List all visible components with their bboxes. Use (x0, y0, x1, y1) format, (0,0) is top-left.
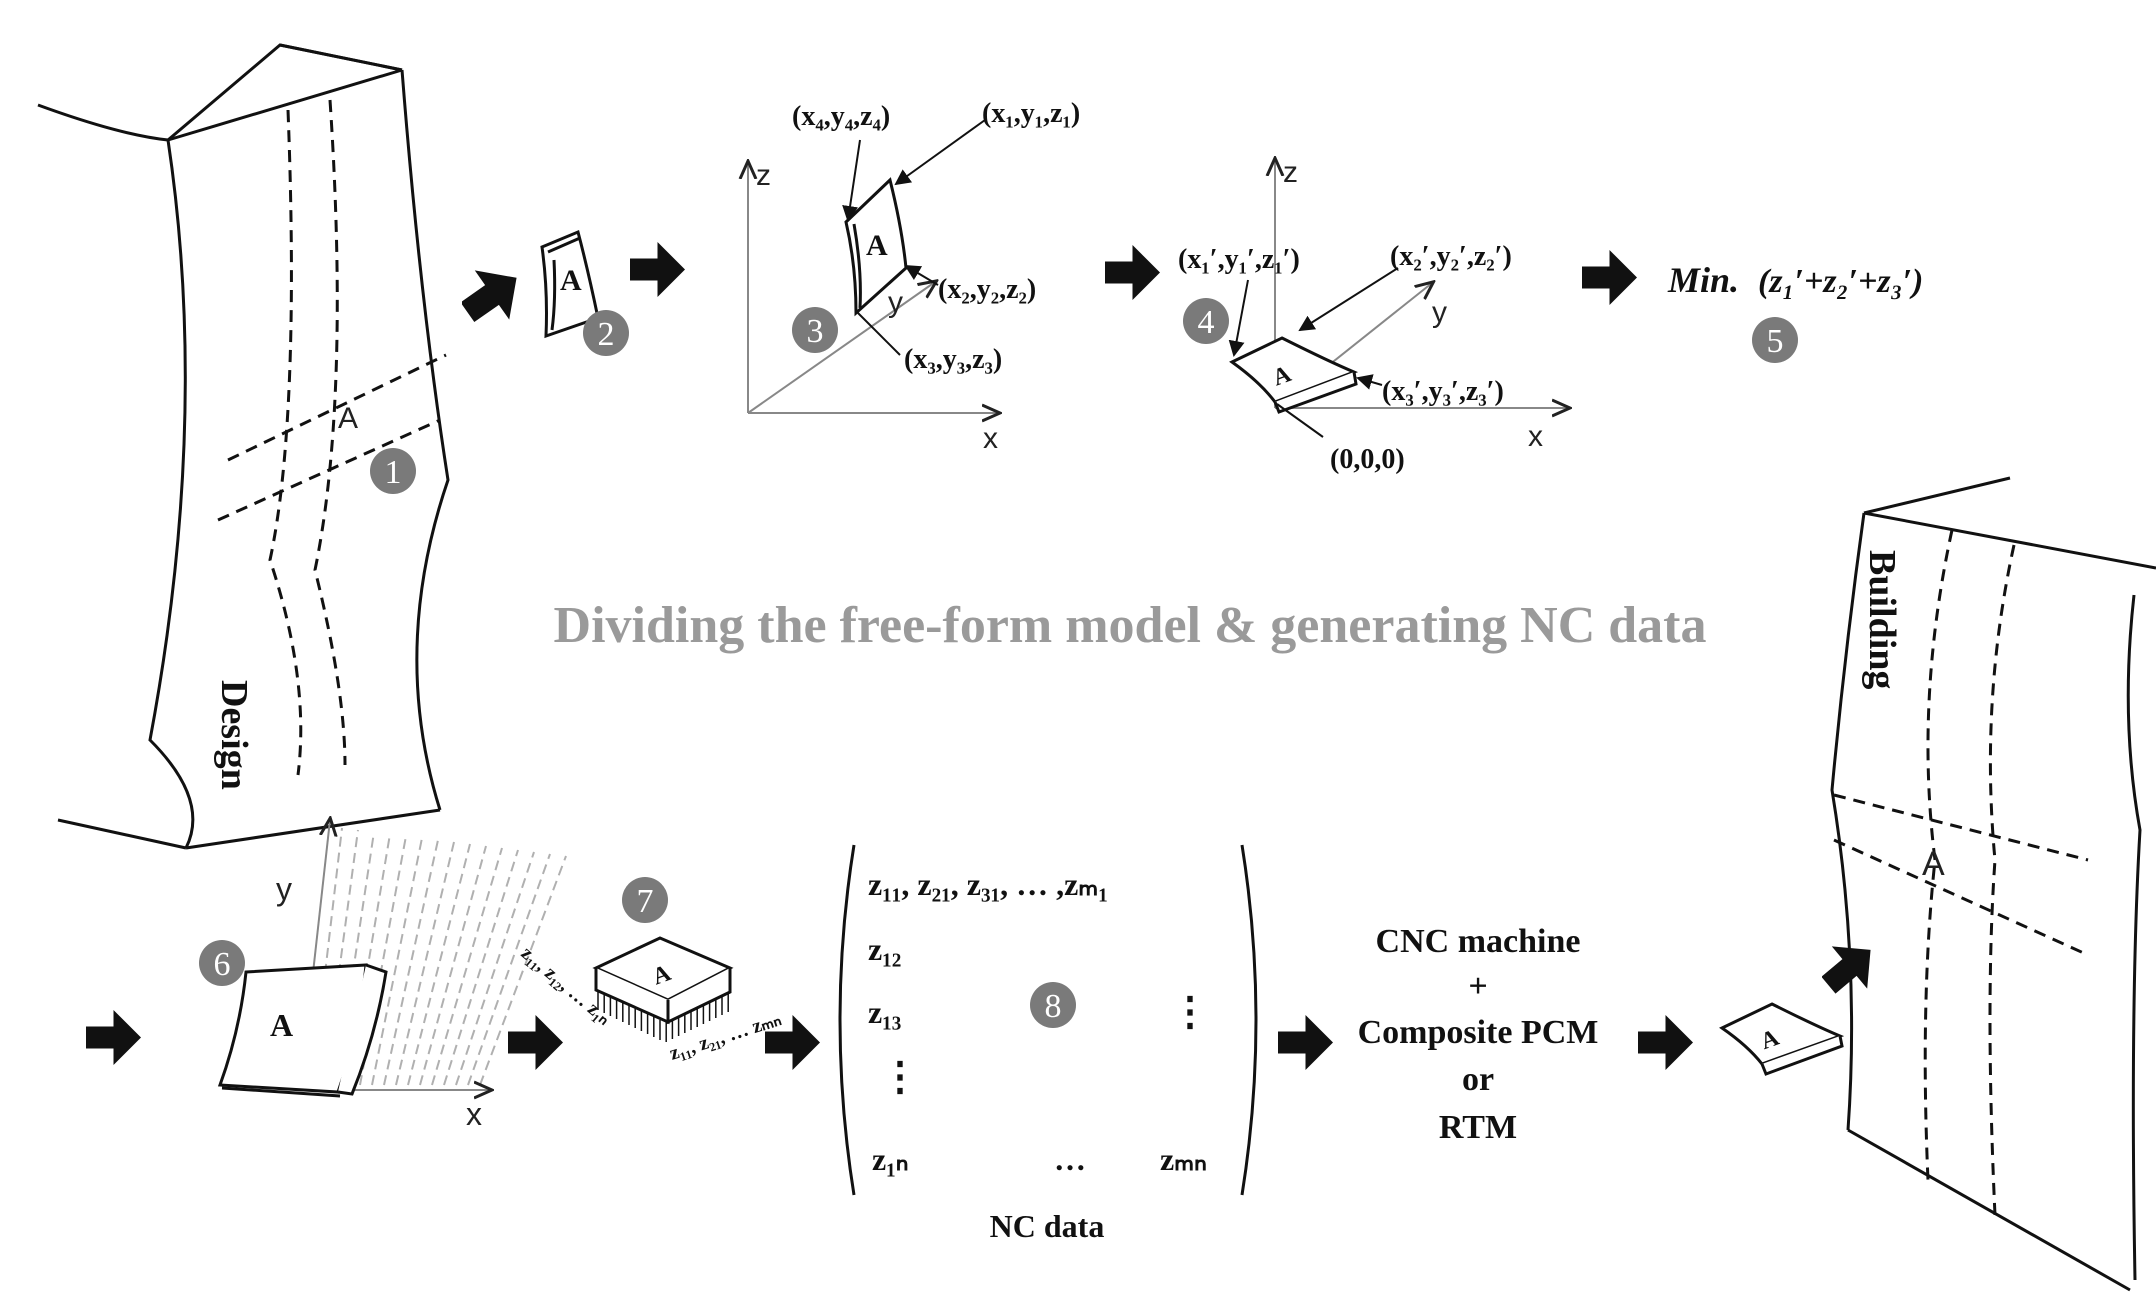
flow-arrow-6 (508, 1015, 563, 1070)
pin-bed-step-7 (592, 936, 734, 1042)
matrix-row2: z₁₂ (868, 931, 901, 967)
flow-arrow-10 (1822, 946, 1871, 994)
step-3-marker: 3 (792, 307, 838, 353)
matrix-last-end: zₘₙ (1160, 1141, 1207, 1177)
axis-y-4: y (1432, 296, 1447, 329)
matrix-row1: z₁₁, z₂₁, z₃₁, … ,zₘ₁ (868, 866, 1108, 902)
step-2-marker: 2 (583, 310, 629, 356)
svg-text:6: 6 (214, 946, 231, 983)
diagram-title: Dividing the free-form model & generatin… (554, 597, 1707, 654)
process-line2: + (1468, 968, 1487, 1005)
coord-pt1: (x₁,y₁,z₁) (982, 98, 1080, 129)
axis-y-3: y (888, 286, 903, 319)
panel-a-fabricated (1719, 1002, 1845, 1076)
coord-pt2-prime: (x₂′,y₂′,z₂′) (1390, 241, 1512, 272)
pin-grid-line (311, 827, 343, 1086)
matrix-last-mid: … (1054, 1141, 1086, 1177)
process-line4: or (1462, 1061, 1494, 1098)
nc-data-label: NC data (990, 1208, 1105, 1244)
axis-z-4: z (1283, 156, 1298, 189)
svg-text:4: 4 (1198, 304, 1215, 341)
flow-arrow-9 (1638, 1015, 1693, 1070)
coord-pt1-prime: (x₁′,y₁′,z₁′) (1178, 244, 1300, 275)
pin-grid-line (431, 847, 503, 1086)
svg-text:8: 8 (1045, 988, 1062, 1025)
step-7-marker: 7 (622, 877, 668, 923)
leaders-step-3 (842, 119, 986, 356)
nc-matrix-brackets (838, 844, 1258, 1196)
panel-label-3: A (866, 229, 888, 262)
panel-a-step-4 (1229, 336, 1359, 414)
axis-z-3: z (756, 159, 771, 192)
pin-grid-line (395, 841, 455, 1086)
panel-label-2: A (560, 264, 582, 297)
matrix-vdots-right: ⋮ (1170, 989, 1210, 1034)
coord-pt3: (x₃,y₃,z₃) (904, 344, 1002, 375)
process-line3: Composite PCM (1358, 1014, 1599, 1051)
pin-grid-line (455, 851, 535, 1086)
pin-grid-line (323, 829, 359, 1086)
flow-arrow-7 (765, 1015, 820, 1070)
leaders-step-4 (1228, 267, 1399, 438)
axis-y-6: y (276, 871, 292, 907)
building-label: Building (1861, 550, 1903, 689)
pin-grid-line (383, 839, 439, 1086)
axis-x-4: x (1528, 420, 1543, 453)
step-8-marker: 8 (1030, 982, 1076, 1028)
panel-label-design: A (338, 402, 358, 435)
pin-grid-step-6 (299, 820, 567, 1090)
pin-grid-line (443, 849, 519, 1086)
flow-arrow-3 (1105, 245, 1160, 300)
pin-grid-line (359, 835, 407, 1086)
step-5-marker: 5 (1752, 317, 1798, 363)
svg-text:1: 1 (385, 454, 402, 491)
svg-text:2: 2 (598, 316, 615, 353)
coord-pt4: (x₄,y₄,z₄) (792, 101, 890, 132)
matrix-vdots-left: ⋮ (880, 1054, 920, 1099)
panel-label-building: A (1922, 845, 1945, 883)
coord-origin: (0,0,0) (1330, 444, 1405, 475)
min-prefix: Min. (1667, 260, 1739, 300)
pin-grid-line (467, 853, 551, 1086)
pin-grid-line (371, 837, 423, 1086)
pin-grid-line (479, 855, 567, 1086)
flow-arrow-1 (462, 270, 517, 323)
matrix-row3: z₁₃ (868, 994, 901, 1030)
svg-text:5: 5 (1767, 323, 1784, 360)
building-facade (1830, 476, 2156, 1292)
svg-text:7: 7 (637, 883, 654, 920)
pin-grid-line (419, 845, 487, 1086)
svg-text:3: 3 (807, 313, 824, 350)
pin-grid-line (347, 833, 391, 1086)
pin-grid-line (335, 831, 375, 1086)
axis-x-6: x (466, 1096, 482, 1132)
matrix-last-first: z₁ₙ (872, 1141, 909, 1177)
step-4-marker: 4 (1183, 298, 1229, 344)
flow-arrow-4 (1582, 250, 1637, 305)
design-facade (37, 43, 450, 850)
coord-pt2: (x₂,y₂,z₂) (938, 274, 1036, 305)
step-6-marker: 6 (199, 940, 245, 986)
design-label: Design (213, 680, 255, 790)
process-line1: CNC machine (1376, 923, 1581, 960)
step-1-marker: 1 (370, 448, 416, 494)
coord-pt3-prime: (x₃′,y₃′,z₃′) (1382, 376, 1504, 407)
axis-x-3: x (983, 422, 998, 455)
flow-arrow-2 (630, 242, 685, 297)
min-expression: (z₁′+z₂′+z₃′) (1758, 263, 1923, 300)
axes-step-3 (748, 163, 998, 413)
process-line5: RTM (1439, 1109, 1517, 1146)
pin-grid-line (407, 843, 471, 1086)
panel-a-step-6 (217, 963, 388, 1098)
flow-arrow-5 (86, 1010, 141, 1065)
flow-arrow-8 (1278, 1015, 1333, 1070)
panel-label-6: A (270, 1007, 293, 1043)
